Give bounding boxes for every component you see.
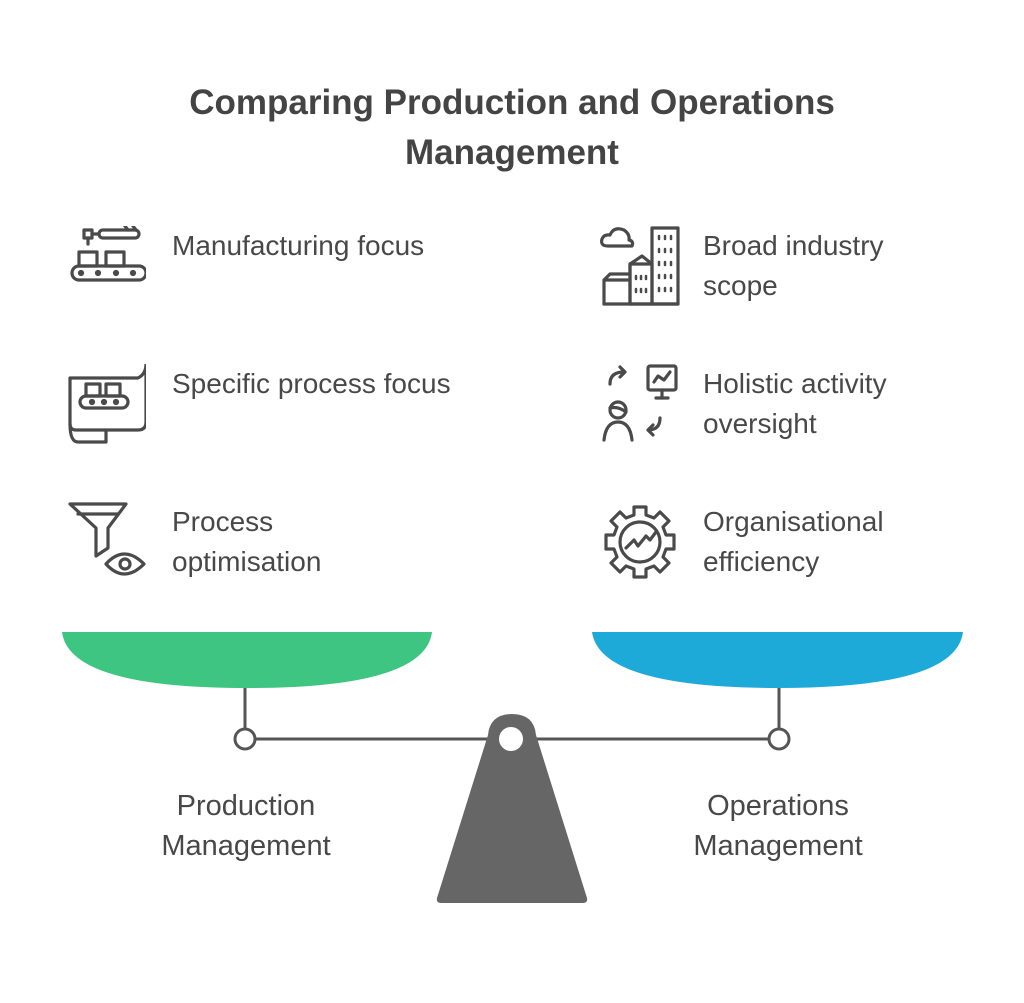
item-process-optimisation: Process optimisation [172,506,322,577]
city-buildings-icon [600,226,680,306]
item-holistic-activity-oversight: Holistic activity oversight [703,368,887,439]
scale-fulcrum [436,714,588,903]
item-broad-industry-scope: Broad industry scope [703,230,884,301]
production-management-label: Production Management [161,790,331,862]
item-manufacturing-focus: Manufacturing focus [172,230,425,261]
funnel-eye-icon [66,502,146,582]
person-monitor-cycle-icon [600,364,680,444]
gear-chart-icon [600,502,680,582]
item-organisational-efficiency: Organisational efficiency [703,506,884,577]
operations-management-label: Operations Management [693,790,863,862]
right-pan [592,632,963,688]
left-pan [62,632,432,688]
page-title: Comparing Production and Operations Mana… [189,83,835,172]
item-specific-process-focus: Specific process focus [172,368,451,399]
process-blueprint-icon [66,362,148,444]
